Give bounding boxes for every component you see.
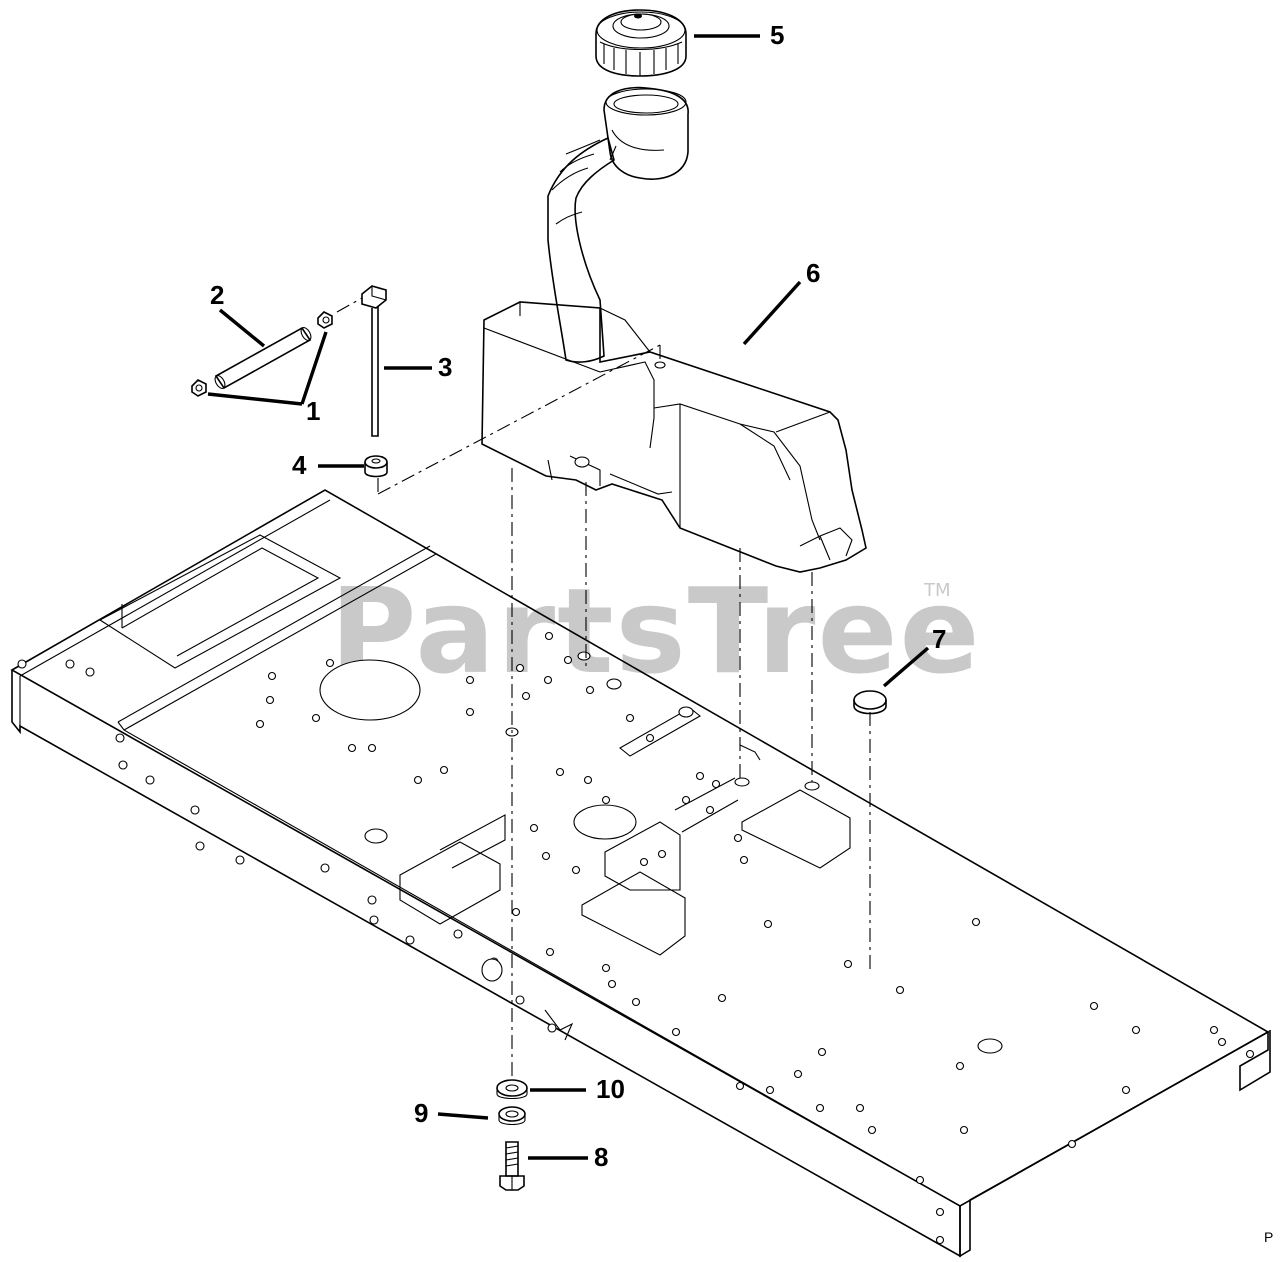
callout-9: 9	[414, 1098, 428, 1128]
fuel-tank-icon	[481, 301, 867, 573]
assembly-lines	[336, 297, 871, 1080]
callout-2: 2	[210, 280, 224, 310]
callout-1: 1	[306, 396, 320, 426]
filler-neck-icon	[547, 86, 689, 363]
fuel-pickup-icon	[361, 285, 387, 437]
plug-icon	[853, 690, 887, 715]
hose-clamp-icon	[191, 311, 333, 397]
watermark-trademark: TM	[923, 580, 951, 601]
watermark: PartsTree TM	[330, 562, 982, 700]
watermark-text: PartsTree	[330, 562, 982, 700]
callout-8: 8	[594, 1142, 608, 1172]
grommet-icon	[364, 455, 388, 478]
callout-5: 5	[770, 20, 784, 50]
callout-leaders	[207, 34, 930, 1160]
callout-10: 10	[596, 1074, 625, 1104]
hose-icon	[214, 326, 312, 390]
lock-washer-icon	[498, 1106, 526, 1126]
callout-4: 4	[292, 450, 307, 480]
callouts: 1 2 3 4 5 6 7 8 9 10	[210, 20, 946, 1172]
flat-washer-icon	[496, 1079, 528, 1100]
fuel-cap-icon	[595, 9, 687, 77]
frame-holes	[17, 631, 1255, 1245]
callout-6: 6	[806, 258, 820, 288]
callout-3: 3	[438, 352, 452, 382]
corner-mark: P	[1264, 1229, 1273, 1245]
bolt-icon	[499, 1141, 525, 1191]
callout-7: 7	[932, 624, 946, 654]
